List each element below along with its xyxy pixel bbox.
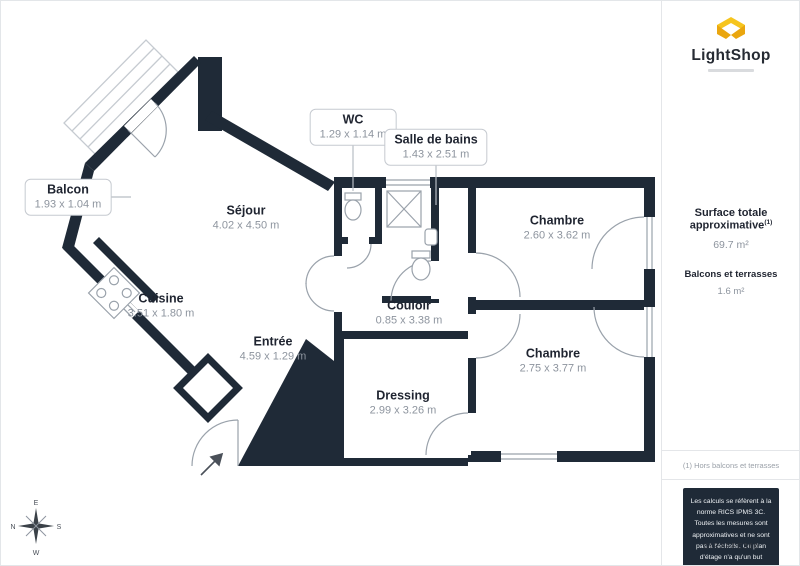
shower-icon [386,190,422,228]
floorplan-svg: E S W N [10,39,655,557]
room-label-dressing: Dressing 2.99 x 3.26 m [369,388,437,417]
toilet-wc-icon [344,192,362,221]
room-label-salle-de-bains: Salle de bains 1.43 x 2.51 m [384,128,488,166]
surface-total-value: 69.7 m² [713,238,749,251]
balcony-surface-value: 1.6 m² [717,285,745,297]
compass-right-label: S [57,524,62,531]
room-label-wc: WC 1.29 x 1.14 m [309,108,397,146]
balcony-surface-label: Balcons et terrasses [684,268,778,280]
compass-left-label: N [10,524,15,531]
fixtures [87,190,438,320]
surface-stats: Surface totale approximative(1) 69.7 m² … [662,207,799,297]
closet-walls [173,353,243,423]
room-label-couloir: Couloir 0.85 x 3.38 m [375,298,443,327]
stove-icon [87,266,141,320]
disclaimer-text: Les calculs se réfèrent à la norme RICS … [690,498,772,562]
sink-sdb-icon [424,228,438,246]
room-label-chambre-1: Chambre 2.60 x 3.62 m [523,213,591,242]
room-label-entree: Entrée 4.59 x 1.29 m [239,334,307,363]
toilet-sdb-icon [411,250,431,281]
lightshop-logo-text: LightShop [691,47,771,64]
entrance-arrow-icon [200,452,224,476]
logo-tagline [708,69,754,72]
compass-bottom-label: W [33,550,40,557]
footnote-text: (1) Hors balcons et terrasses [662,450,799,480]
room-label-balcon: Balcon 1.93 x 1.04 m [24,178,112,216]
room-label-sejour: Séjour 4.02 x 4.50 m [212,203,280,232]
room-label-cuisine: Cuisine 3.51 x 1.80 m [127,291,195,320]
lightshop-logo: LightShop [662,17,799,72]
info-sidebar: LightShop Surface totale approximative(1… [661,1,799,565]
giraffe360-brand: GIRAFFE360 [702,542,760,551]
floorplan-canvas: E S W N Balcon 1.93 x 1.04 m Séjour 4.02… [1,1,661,565]
disclaimer-box: Les calculs se réfèrent à la norme RICS … [683,488,779,565]
compass-rose: E S W N [10,500,61,557]
compass-top-label: E [34,500,39,507]
surface-total-label: Surface totale approximative(1) [689,207,773,232]
room-label-chambre-2: Chambre 2.75 x 3.77 m [519,346,587,375]
lightshop-logo-icon [717,17,745,39]
